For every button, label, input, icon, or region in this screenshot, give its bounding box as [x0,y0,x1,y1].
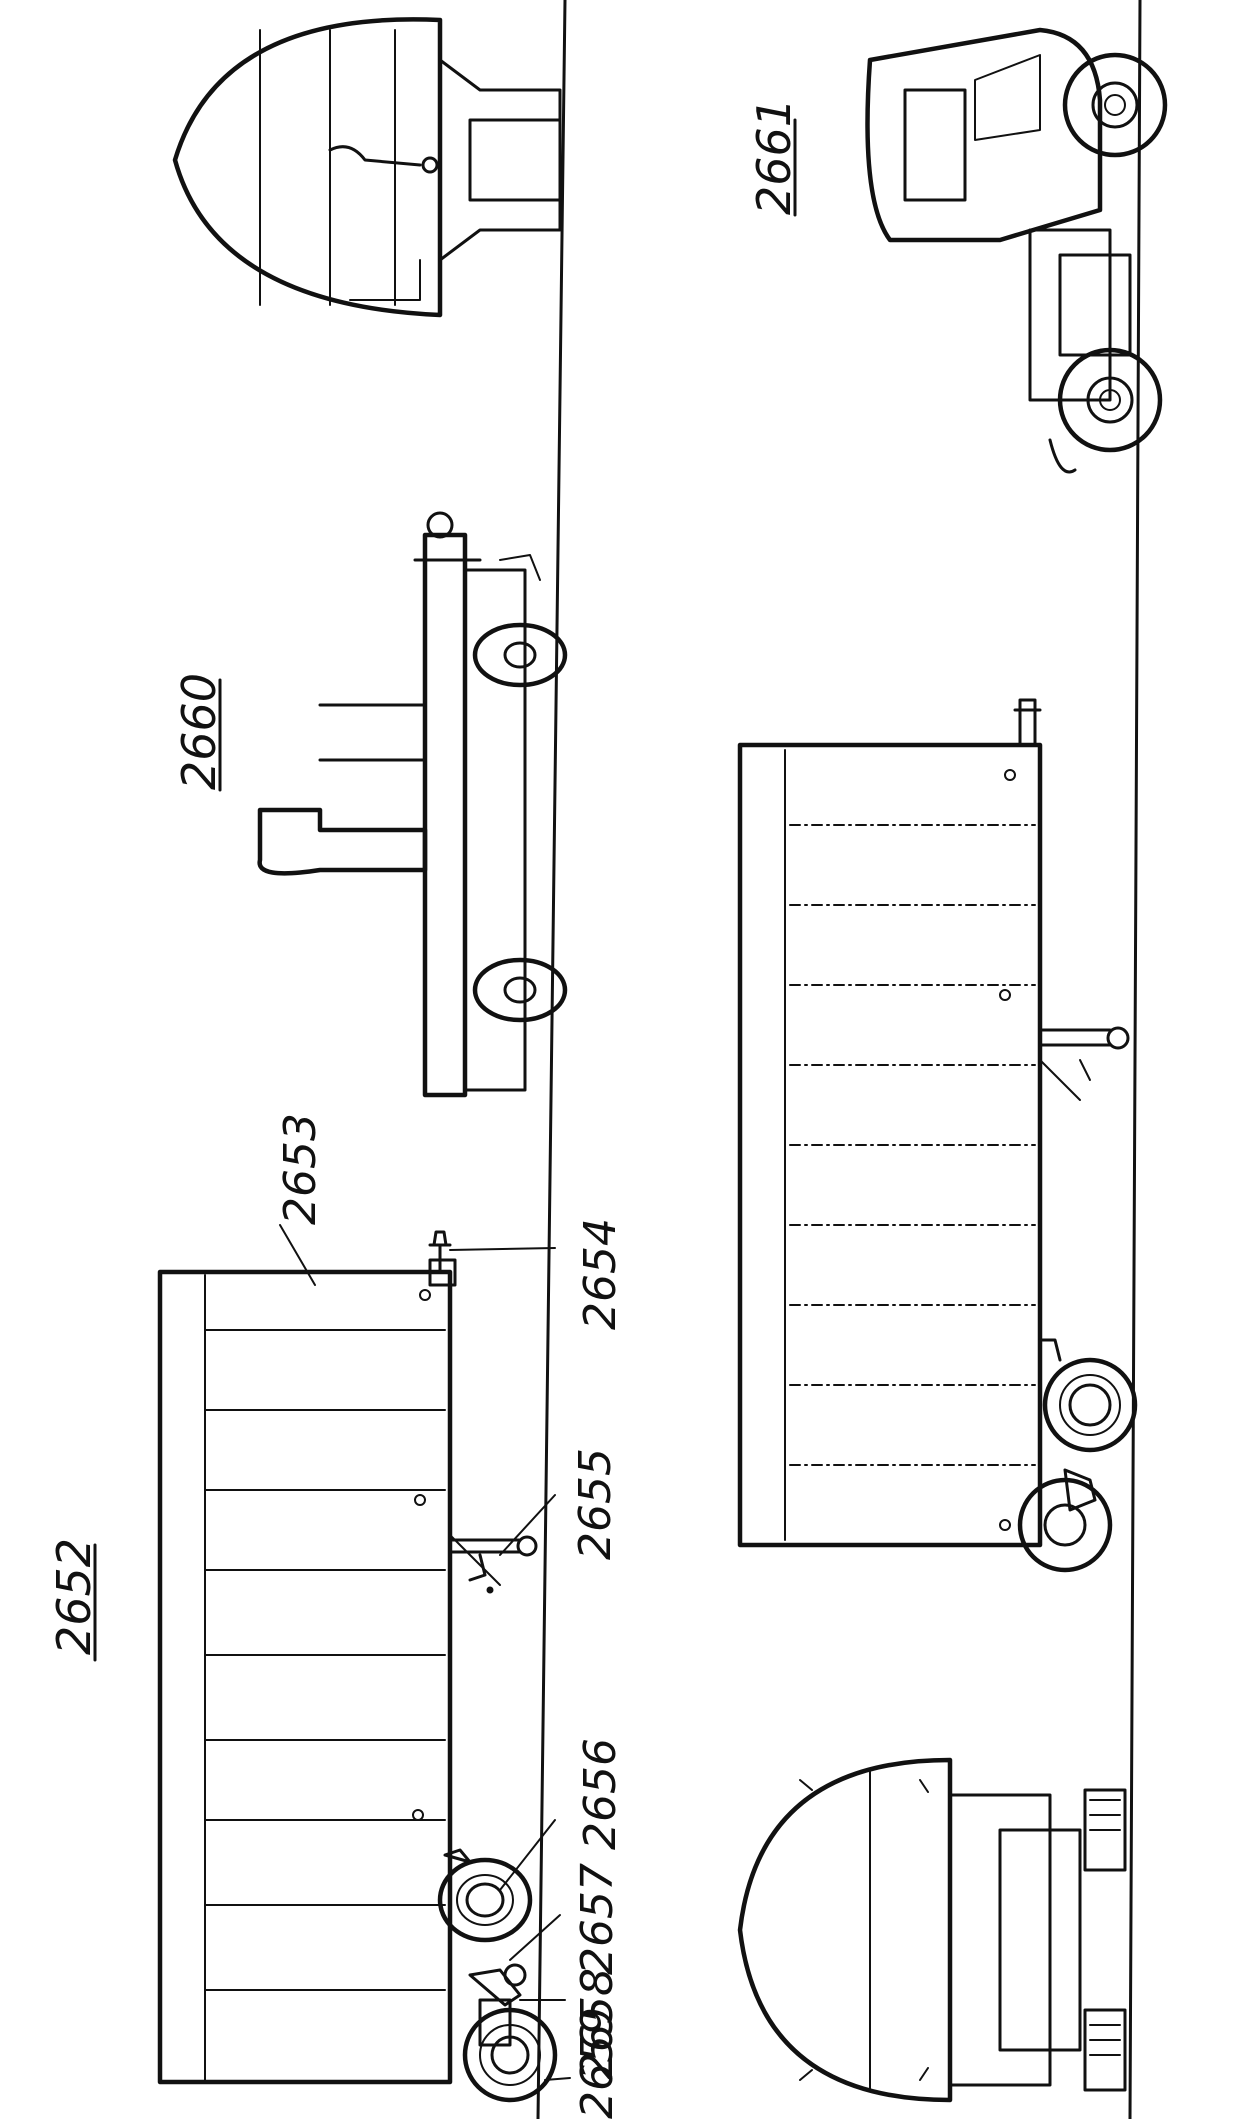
callout-2659: 2659 [572,2007,623,2119]
fuel-tank [1058,253,1132,357]
figure-2652-trailer-side-view: 2653 2654 2655 2656 2657 2658 2659 2652 [47,1113,626,2119]
chassis-rear-wheel [472,957,568,1023]
cab-rear-outline [737,1757,953,2103]
kingpin [428,1230,452,1274]
ground-line-right [1128,0,1142,2119]
callout-2655: 2655 [570,1448,621,1560]
figure-2661-tractor: 2661 [747,27,1168,474]
callout-2654: 2654 [575,1218,626,1330]
chassis-frame-rail [422,532,468,1098]
figure-label-2661: 2661 [747,98,801,215]
tractor-front-wheel [1062,52,1168,158]
ground-line-top-half [536,0,567,2119]
coupled-semitrailer [737,698,1138,1573]
trailer-body-ribs [204,1329,446,1991]
rear-wheels-dual [1083,1788,1127,2092]
trailer-rear-view [172,17,562,318]
dolly-wheel [462,1963,558,2103]
semitrailer-ribs [789,824,1036,1466]
tractor-rear-wheel [1057,347,1163,453]
semitrailer-axle-wheel [1042,1357,1138,1453]
figure-label-2652: 2652 [47,1538,101,1655]
tractor-cab [865,27,1103,243]
callout-2653: 2653 [275,1113,326,1225]
semitrailer-rear-dolly-wheel [1017,1477,1113,1573]
figure-label-2660: 2660 [172,673,226,790]
cab-rear-view [737,1757,1127,2103]
callout-2658: 2658 [572,1968,623,2080]
leader-lines-2652 [279,1224,571,2081]
callout-2657: 2657 [572,1863,623,1975]
landing-gear [448,1534,538,1594]
rear-wheel [437,1857,533,1943]
chassis-front-wheel [472,622,568,688]
rear-axle-wheel [437,1848,533,1943]
chassis-cab-bracket [257,807,428,876]
callout-2656: 2656 [575,1738,626,1850]
trailer-box-body [157,1269,453,2085]
figure-2660-chassis: 2660 [172,511,568,1098]
rear-view-body-outline [172,17,443,318]
rear-bumper-assembly [998,1828,1082,2052]
semitrailer-body [737,742,1043,1548]
